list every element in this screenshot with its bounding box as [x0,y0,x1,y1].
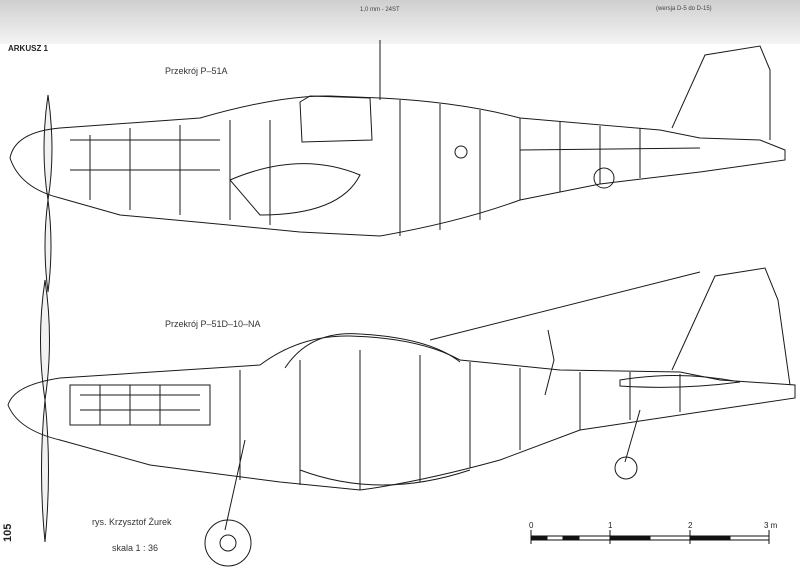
scale-tick-2: 2 [688,521,693,530]
scale-tick-0: 0 [529,521,534,530]
top-band [0,0,800,44]
scale-tick-1: 1 [608,521,613,530]
author-credit: rys. Krzysztof Żurek [92,517,172,527]
section-title-top: Przekrój P–51A [165,66,228,76]
scale-tick-3: 3 m [764,521,778,530]
header-left-note: 1,0 mm - 24ST [360,7,400,13]
aircraft-top-p51a [9,40,786,293]
aircraft-bottom-p51d [7,267,796,567]
scale-bar [530,530,770,544]
sheet-label: ARKUSZ 1 [8,44,49,53]
section-title-bottom: Przekrój P–51D–10–NA [165,319,261,329]
scale-text: skala 1 : 36 [112,543,159,553]
header-right-note: (wersja D-5 do D-15) [656,6,712,12]
